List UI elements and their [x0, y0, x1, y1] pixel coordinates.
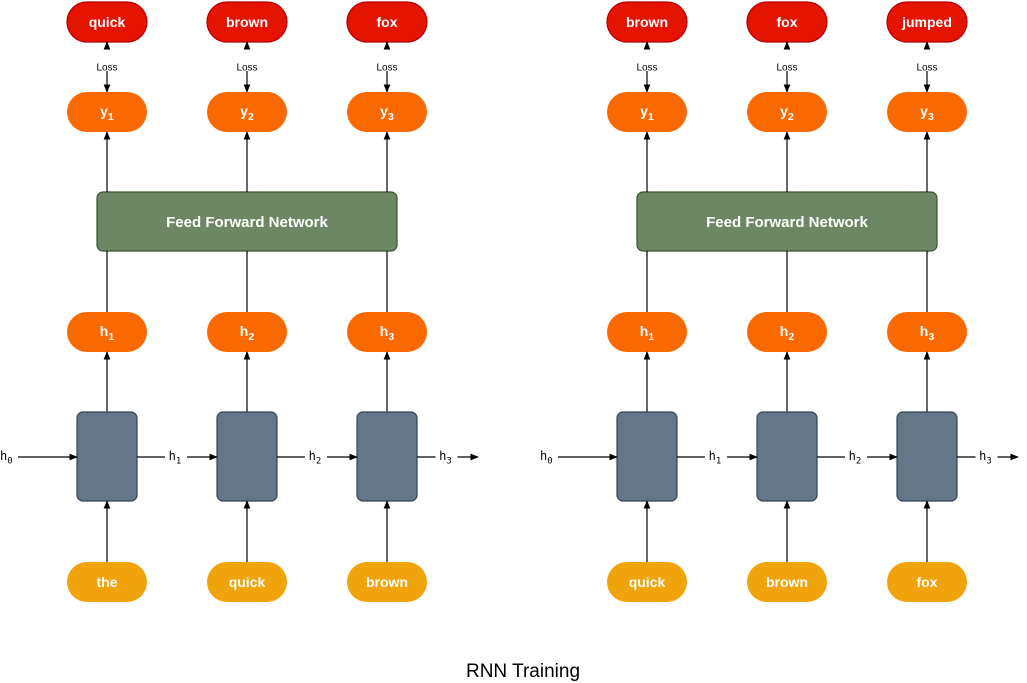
input-label: brown	[366, 574, 408, 590]
state-label: h0	[0, 449, 13, 467]
hidden-node	[347, 312, 427, 352]
state-label: h2	[849, 449, 862, 467]
hidden-label: h1	[640, 323, 655, 343]
input-node	[607, 562, 687, 602]
diagram-caption: RNN Training	[466, 661, 580, 682]
state-label: h1	[709, 449, 722, 467]
output-label: y2	[780, 103, 794, 123]
output-node	[607, 92, 687, 132]
input-node	[207, 562, 287, 602]
rnn-cell	[896, 411, 958, 502]
rnn-cell	[76, 411, 138, 502]
output-label: y3	[380, 103, 394, 123]
hidden-node	[607, 312, 687, 352]
hidden-label: h3	[380, 323, 395, 343]
loss-label: Loss	[636, 63, 657, 74]
loss-label: Loss	[376, 63, 397, 74]
state-label: h3	[439, 449, 452, 467]
hidden-label: h2	[780, 323, 795, 343]
rnn-cell	[756, 411, 818, 502]
loss-label: Loss	[96, 63, 117, 74]
input-label: quick	[229, 574, 266, 590]
hidden-node	[207, 312, 287, 352]
rnn-cell	[216, 411, 278, 502]
input-node	[747, 562, 827, 602]
panels-group: Feed Forward NetworkquickLossy1h1thebrow…	[0, 1, 1019, 602]
output-node	[887, 92, 967, 132]
output-node	[207, 92, 287, 132]
input-node	[347, 562, 427, 602]
feed-forward-network-label: Feed Forward Network	[166, 214, 328, 231]
panel-1: Feed Forward NetworkquickLossy1h1thebrow…	[0, 1, 479, 602]
input-node	[67, 562, 147, 602]
input-label: the	[97, 574, 118, 590]
target-label: fox	[777, 14, 798, 30]
panel-2: Feed Forward NetworkbrownLossy1h1quickfo…	[540, 1, 1019, 602]
feed-forward-network-label: Feed Forward Network	[706, 214, 868, 231]
output-label: y1	[100, 103, 114, 123]
rnn-cell	[616, 411, 678, 502]
input-label: quick	[629, 574, 666, 590]
output-node	[347, 92, 427, 132]
hidden-label: h2	[240, 323, 255, 343]
target-label: jumped	[901, 14, 952, 30]
state-label: h0	[540, 449, 553, 467]
hidden-node	[747, 312, 827, 352]
loss-label: Loss	[776, 63, 797, 74]
input-label: fox	[917, 574, 938, 590]
hidden-node	[887, 312, 967, 352]
hidden-label: h3	[920, 323, 935, 343]
output-label: y2	[240, 103, 254, 123]
target-label: brown	[626, 14, 668, 30]
target-label: quick	[89, 14, 126, 30]
output-node	[747, 92, 827, 132]
output-label: y1	[640, 103, 654, 123]
target-label: brown	[226, 14, 268, 30]
hidden-label: h1	[100, 323, 115, 343]
state-label: h1	[169, 449, 182, 467]
state-label: h3	[979, 449, 992, 467]
output-node	[67, 92, 147, 132]
rnn-cell	[356, 411, 418, 502]
hidden-node	[67, 312, 147, 352]
loss-label: Loss	[236, 63, 257, 74]
target-label: fox	[377, 14, 398, 30]
loss-label: Loss	[916, 63, 937, 74]
state-label: h2	[309, 449, 322, 467]
input-label: brown	[766, 574, 808, 590]
input-node	[887, 562, 967, 602]
output-label: y3	[920, 103, 934, 123]
